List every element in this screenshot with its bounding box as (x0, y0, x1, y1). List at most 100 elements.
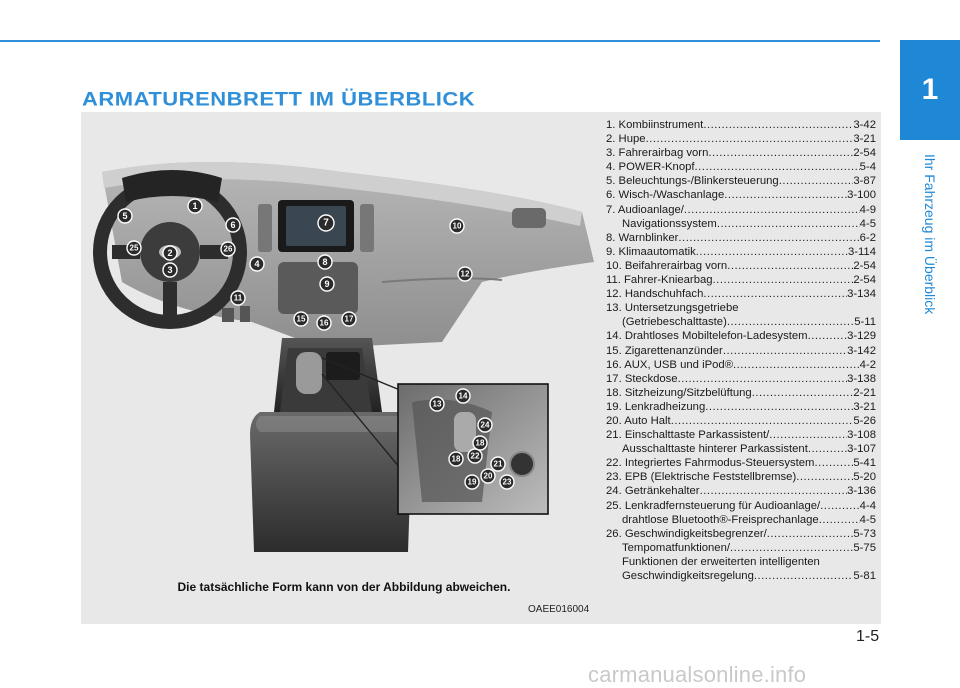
svg-text:21: 21 (494, 460, 503, 469)
legend-item-page: 3-114 (847, 245, 876, 258)
svg-text:20: 20 (484, 472, 493, 481)
legend-item: 6. Wisch-/Waschanlage3-100 (606, 188, 876, 202)
legend-item-label: 19. Lenkradheizung (606, 400, 706, 413)
legend-item-label: 6. Wisch-/Waschanlage (606, 189, 725, 202)
legend-item: 2. Hupe3-21 (606, 132, 876, 146)
legend-item: 22. Integriertes Fahrmodus-Steuersystem5… (606, 456, 876, 470)
callout-22: 22 (467, 448, 483, 464)
legend-item-label: 23. EPB (Elektrische Feststellbremse) (606, 471, 797, 484)
legend-item: 9. Klimaautomatik3-114 (606, 245, 876, 259)
dashboard-illustration: 1 2 3 4 5 6 7 8 9 10 11 12 13 14 15 16 1… (93, 162, 594, 552)
legend-item-page: 5-20 (853, 471, 876, 484)
legend-item: (Getriebeschalttaste)5-11 (606, 315, 876, 329)
gear-knob (296, 352, 322, 394)
svg-text:10: 10 (453, 222, 462, 231)
legend-item-page: 3-134 (847, 288, 876, 301)
legend-item-label: 15. Zigarettenanzünder (606, 344, 723, 357)
legend-item-page: 2-54 (853, 147, 876, 160)
callout-18a: 18 (472, 435, 488, 451)
legend-item-label: 3. Fahrerairbag vorn (606, 147, 709, 160)
right-vent (512, 208, 546, 228)
legend-item-page: 5-73 (853, 527, 876, 540)
legend-item-label: 4. POWER-Knopf (606, 161, 695, 174)
svg-text:24: 24 (481, 421, 490, 430)
svg-text:14: 14 (459, 392, 468, 401)
legend-item-label: 8. Warnblinker (606, 231, 679, 244)
legend-item-label: 13. Untersetzungsgetriebe (606, 302, 739, 315)
leader-dots (752, 386, 854, 400)
legend-item: 17. Steckdose3-138 (606, 372, 876, 386)
component-legend: 1. Kombiinstrument 3-422. Hupe3-213. Fahr… (606, 118, 876, 583)
glovebox (381, 277, 503, 283)
legend-item-page: 5-11 (854, 316, 876, 329)
callout-26: 26 (220, 241, 236, 257)
legend-item-page: 3-42 (853, 119, 876, 131)
leader-dots (696, 245, 848, 259)
legend-item-page: 5-81 (853, 570, 876, 582)
svg-text:26: 26 (224, 245, 233, 254)
callout-8: 8 (317, 254, 333, 270)
svg-text:11: 11 (234, 294, 243, 303)
callout-11: 11 (230, 290, 246, 306)
callout-14: 14 (455, 388, 471, 404)
legend-item-label: 1. Kombiinstrument (606, 119, 704, 131)
legend-item-page: 3-21 (853, 133, 876, 146)
callout-17: 17 (341, 311, 357, 327)
leader-dots (717, 217, 860, 231)
leader-dots (646, 132, 854, 146)
leader-dots (705, 400, 853, 414)
legend-item-page: 3-87 (853, 175, 876, 188)
callout-21: 21 (490, 456, 506, 472)
legend-item: 7. Audioanlage/4-9 (606, 203, 876, 217)
callout-4: 4 (249, 256, 265, 272)
legend-item: Navigationssystem4-5 (606, 217, 876, 231)
svg-text:25: 25 (130, 244, 139, 253)
legend-item-label: Ausschalttaste hinterer Parkassistent (622, 443, 808, 456)
svg-text:13: 13 (433, 400, 442, 409)
legend-item: 13. Untersetzungsgetriebe (606, 301, 876, 315)
callout-24: 24 (477, 417, 493, 433)
legend-item: 5. Beleuchtungs-/Blinkersteuerung3-87 (606, 174, 876, 188)
brake-pedal (222, 308, 234, 322)
legend-item-page: 4-4 (859, 499, 876, 512)
svg-text:23: 23 (503, 478, 512, 487)
callout-20: 20 (480, 468, 496, 484)
watermark: carmanualsonline.info (588, 662, 807, 687)
legend-item-page: 6-2 (859, 231, 876, 244)
callout-9: 9 (319, 276, 335, 292)
svg-text:1: 1 (192, 201, 197, 211)
legend-item: 26. Geschwindigkeitsbegrenzer/5-73 (606, 527, 876, 541)
legend-item: Geschwindigkeitsregelung5-81 (606, 569, 876, 583)
svg-text:19: 19 (468, 478, 477, 487)
leader-dots (808, 329, 848, 343)
legend-item: 1. Kombiinstrument 3-42 (606, 118, 876, 132)
legend-item: drahtlose Bluetooth®-Freisprechanlage4-5 (606, 513, 876, 527)
legend-item-page: 4-5 (859, 217, 876, 230)
leader-dots (724, 188, 847, 202)
legend-item-page: 2-54 (853, 259, 876, 272)
legend-item-label: 17. Steckdose (606, 372, 678, 385)
legend-item: 15. Zigarettenanzünder3-142 (606, 344, 876, 358)
legend-item-page: 5-26 (853, 414, 876, 427)
legend-item-label: 25. Lenkradfernsteuerung für Audioanlage… (606, 499, 821, 512)
callout-12: 12 (457, 266, 473, 282)
leader-dots (730, 541, 853, 555)
chapter-title: Ihr Fahrzeug im Überblick (922, 154, 938, 315)
callout-5: 5 (117, 208, 133, 224)
leader-dots (708, 146, 853, 160)
legend-item-page: 3-21 (853, 400, 876, 413)
leader-dots (700, 484, 848, 498)
legend-item: 19. Lenkradheizung 3-21 (606, 400, 876, 414)
leader-dots (727, 315, 854, 329)
callout-19: 19 (464, 474, 480, 490)
legend-item: Funktionen der erweiterten intelligenten (606, 555, 876, 569)
callout-3: 3 (162, 262, 178, 278)
legend-item-page: 5-75 (853, 541, 876, 554)
legend-item-label: 26. Geschwindigkeitsbegrenzer/ (606, 527, 767, 540)
svg-text:5: 5 (122, 211, 127, 221)
callout-16: 16 (316, 315, 332, 331)
svg-text:7: 7 (323, 218, 329, 229)
leader-dots (703, 287, 847, 301)
leader-dots (754, 569, 854, 583)
leader-dots (713, 273, 854, 287)
